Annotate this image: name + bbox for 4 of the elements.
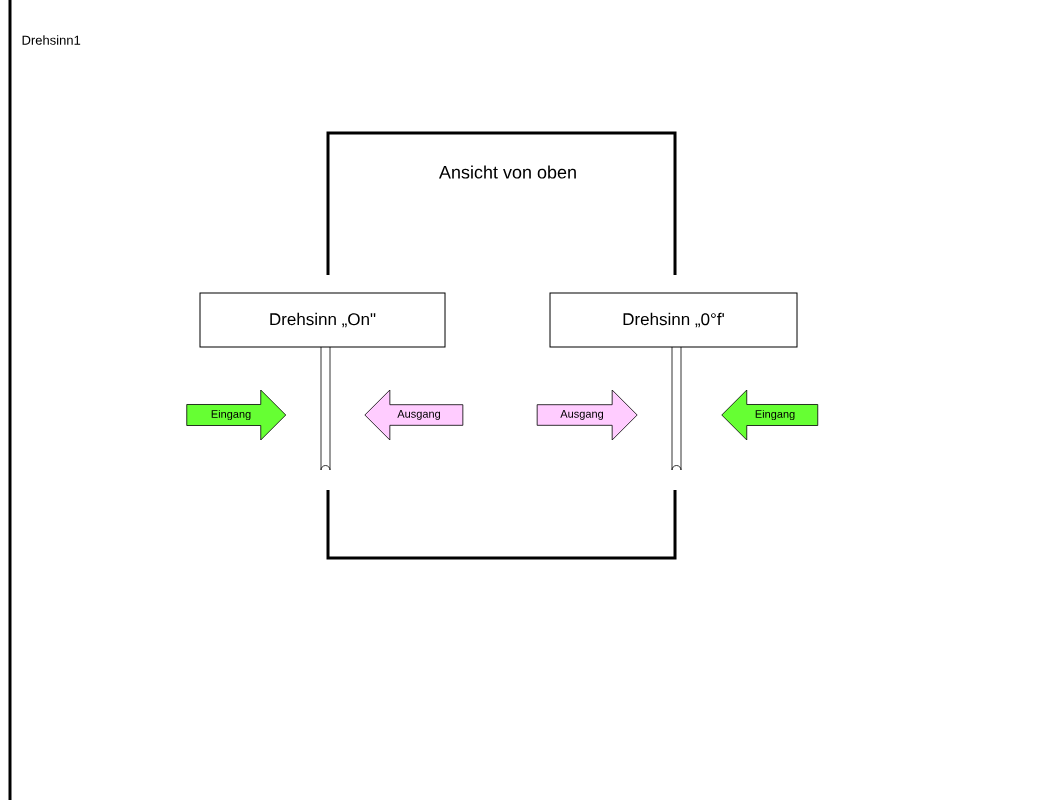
label-box: Drehsinn „On" [199, 292, 446, 348]
label-box: Drehsinn „0°f' [549, 292, 798, 348]
title: Drehsinn1 [22, 35, 81, 45]
view-label: Ansicht von oben [439, 165, 576, 179]
